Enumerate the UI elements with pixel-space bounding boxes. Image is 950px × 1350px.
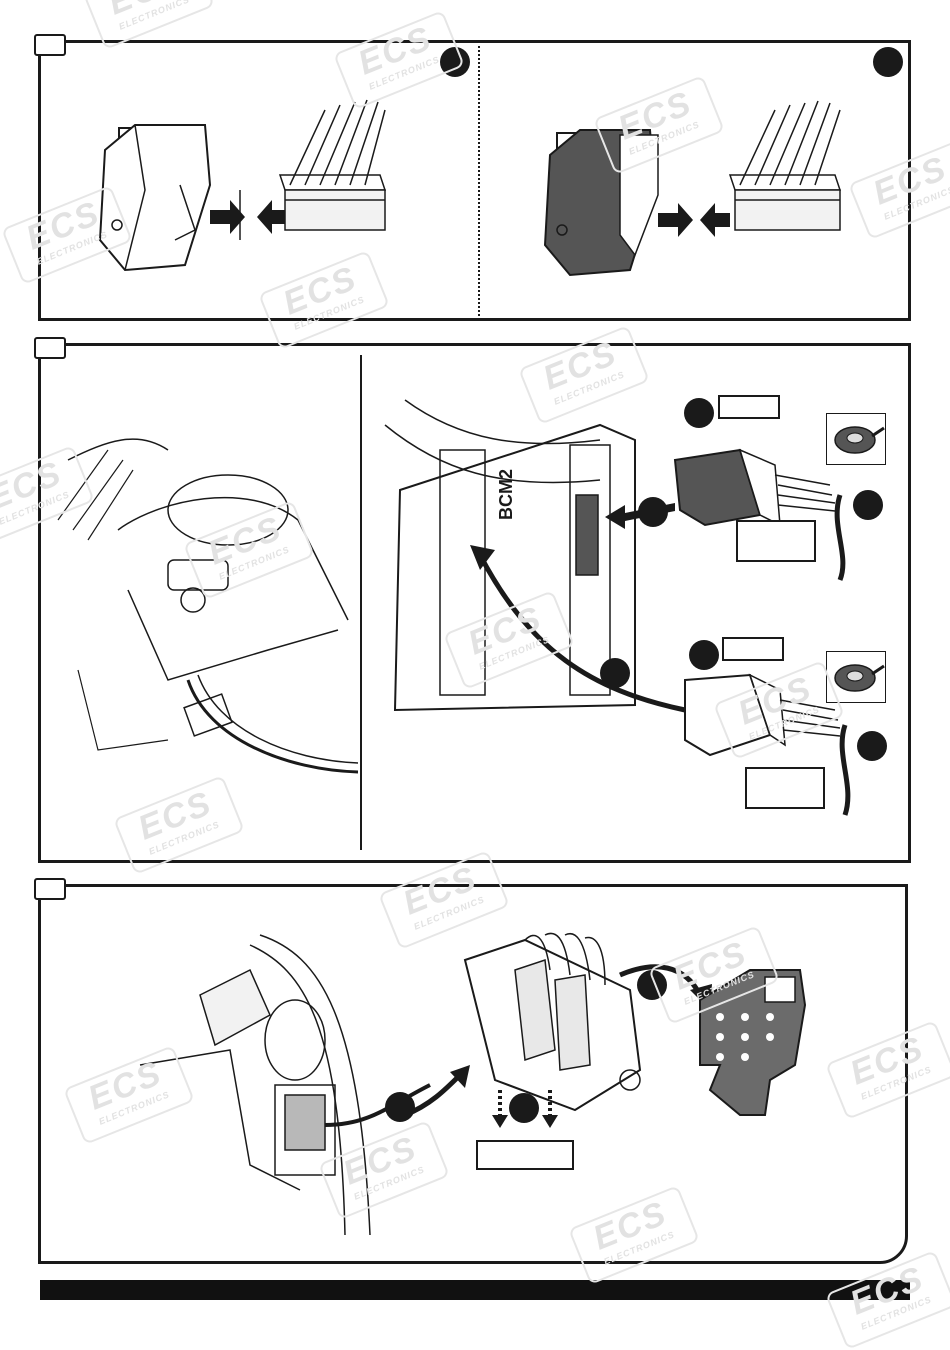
step-marker-1a: [440, 47, 470, 77]
part-label-box-2d: [745, 767, 825, 809]
step-tab-1: [34, 34, 66, 56]
step-tab-3: [34, 878, 66, 900]
panel-2-divider: [360, 355, 362, 850]
step-marker-2d: [600, 658, 630, 688]
step-marker-3b: [509, 1093, 539, 1123]
step-marker-3c: [637, 970, 667, 1000]
panel-divider: [478, 46, 480, 316]
part-label-box-3a: [476, 1140, 574, 1170]
dashboard-side-illustration: [139, 934, 431, 1236]
step-marker-1b: [873, 47, 903, 77]
mounting-bracket: [699, 969, 807, 1116]
step-marker-2f: [857, 731, 887, 761]
footer-bar: [40, 1280, 910, 1300]
connector-illustration-right: [543, 100, 842, 277]
part-label-box-2b: [736, 520, 816, 562]
bcm-module-label: BCM2: [496, 468, 516, 520]
connector-group-lower: [684, 673, 851, 816]
part-label-box-2a: [718, 395, 780, 419]
step-marker-2b: [638, 497, 668, 527]
connection-arrow: [470, 545, 686, 713]
step-marker-2e: [689, 640, 719, 670]
bcm-module-illustration: [384, 399, 636, 712]
tape-roll-icon: [826, 413, 886, 465]
brand-watermark-subtitle: ELECTRONICS: [117, 0, 192, 32]
dashboard-illustration: [57, 438, 359, 774]
step-marker-3a: [385, 1092, 415, 1122]
step-marker-2c: [853, 490, 883, 520]
harness-illustration: [463, 932, 642, 1128]
part-label-box-2c: [722, 637, 784, 661]
step-tab-2: [34, 337, 66, 359]
connector-illustration-left: [98, 99, 387, 272]
tape-roll-icon: [826, 651, 886, 703]
brand-watermark-text: ECS: [86, 0, 205, 29]
step-marker-2a: [684, 398, 714, 428]
